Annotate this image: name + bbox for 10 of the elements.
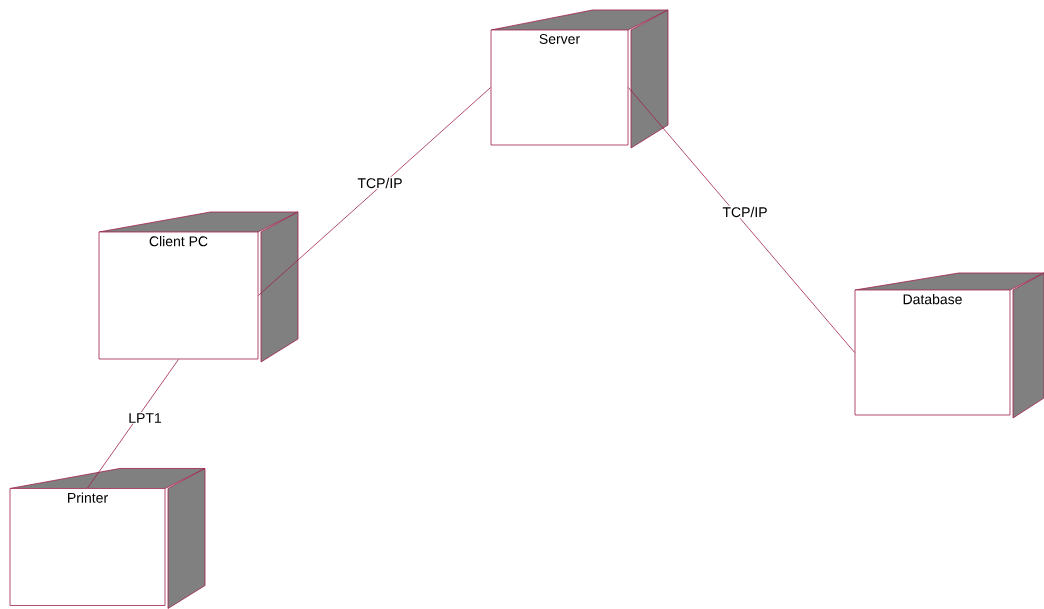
node-cube: Database: [854, 272, 1044, 419]
edge-label: LPT1: [127, 412, 163, 424]
node-cube: Printer: [9, 468, 206, 609]
connector-line: [628, 87, 855, 353]
node-cube: Server: [490, 9, 669, 149]
connector-line: [87, 359, 179, 489]
edge-label: TCP/IP: [356, 176, 404, 190]
edge-label: TCP/IP: [721, 205, 769, 219]
node-cube: Client PC: [98, 211, 299, 363]
connector-line: [258, 87, 491, 296]
